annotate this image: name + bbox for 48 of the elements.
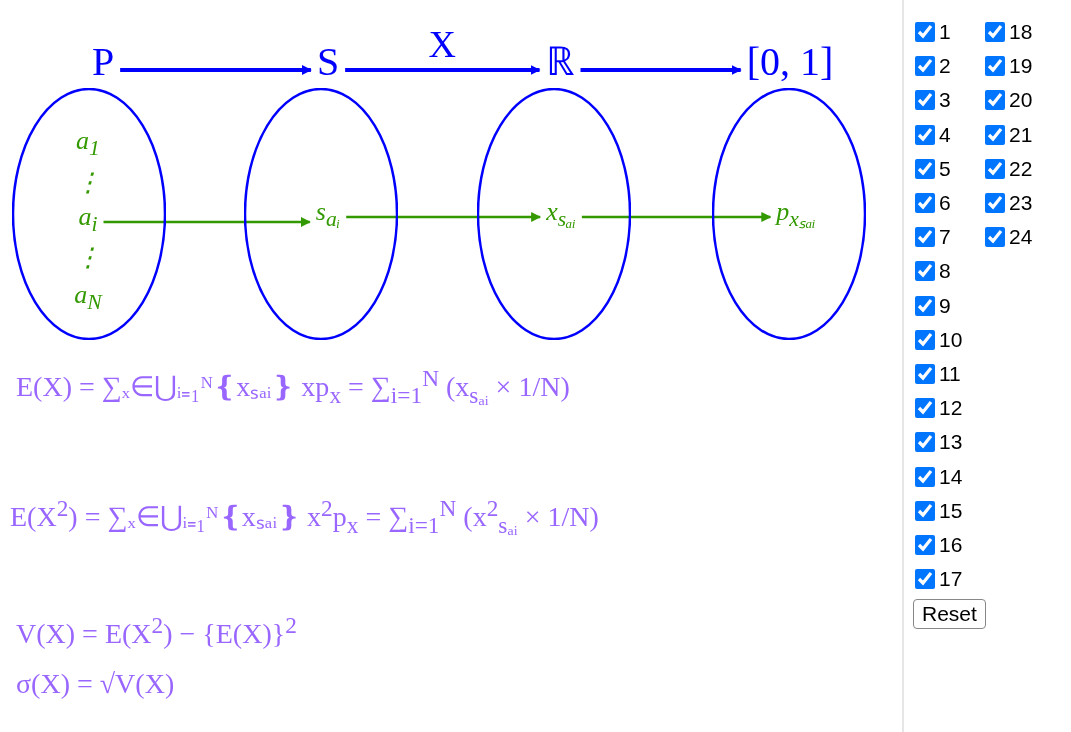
formula: σ(X) = √V(X) (16, 668, 175, 700)
checkbox-label: 8 (939, 259, 951, 284)
checkbox-label: 14 (939, 464, 963, 489)
checkbox-label: 3 (939, 88, 951, 113)
checkbox-label: 23 (1009, 191, 1033, 215)
checkbox-label: 4 (939, 122, 951, 147)
checkbox-label: 7 (939, 225, 951, 250)
math-symbol: ⋮ (75, 170, 101, 196)
checkbox-label: 13 (939, 430, 963, 455)
math-symbol: x$_{sₐᵢ}$ (546, 199, 576, 231)
checkbox-label: 11 (939, 362, 961, 386)
checkbox-label: 17 (939, 567, 963, 592)
edge-label: X (428, 25, 457, 63)
math-symbol: ⋮ (75, 245, 101, 271)
math-symbol: p$_{xₛₐᵢ}$ (776, 199, 816, 231)
formula: E(X) = ∑ₓ∈⋃ᵢ₌₁ᴺ❴xₛₐᵢ❵ xp$_{x}$ = ∑$_{i=1}$$^{N}$ (x$_{sₐᵢ}$ × 1/N) (16, 365, 570, 409)
checkbox-label: 16 (939, 533, 963, 557)
arrow (580, 65, 742, 75)
checkbox-label: 15 (939, 498, 963, 523)
checkbox-label: 19 (1009, 54, 1033, 79)
set-label: ℝ (545, 42, 575, 82)
checkbox-label: 1 (939, 20, 951, 44)
formula: E(X$^{2}$) = ∑ₓ∈⋃ᵢ₌₁ᴺ❴xₛₐᵢ❵ x$^{2}$p$_{x}$ = ∑$_{i=1}$$^{N}$ (x$^{2}$$_{sₐᵢ}$ × 1/N) (10, 495, 599, 539)
math-symbol: a$_{N}$ (74, 282, 102, 314)
math-symbol: s$_{aᵢ}$ (315, 199, 341, 231)
checkbox-label: 18 (1009, 20, 1033, 44)
checkbox-label: 22 (1009, 156, 1033, 181)
checkbox-label: 10 (939, 327, 963, 352)
checkbox-label: 6 (939, 191, 951, 215)
arrow (346, 212, 542, 222)
arrow (345, 65, 541, 75)
checkbox-label: 12 (939, 396, 963, 421)
checkbox-label: 9 (939, 293, 951, 318)
arrow (103, 217, 311, 227)
reset-button: Reset (913, 599, 986, 629)
set-label: S (316, 42, 340, 82)
arrow (581, 212, 772, 222)
set-label: P (91, 42, 115, 82)
checkbox-label: 21 (1009, 122, 1033, 147)
checkbox-label: 5 (939, 156, 951, 181)
checkbox-label: 20 (1009, 88, 1033, 113)
formula: V(X) = E(X$^{2}$) − {E(X)}$^{2}$ (16, 612, 297, 651)
checkbox-label: 2 (939, 54, 951, 79)
math-symbol: a$_{i}$ (78, 204, 98, 236)
set-label: [0, 1] (746, 42, 834, 82)
checkbox-label: 24 (1009, 225, 1033, 250)
arrow (120, 65, 312, 75)
math-symbol: a$_{1}$ (76, 128, 100, 160)
